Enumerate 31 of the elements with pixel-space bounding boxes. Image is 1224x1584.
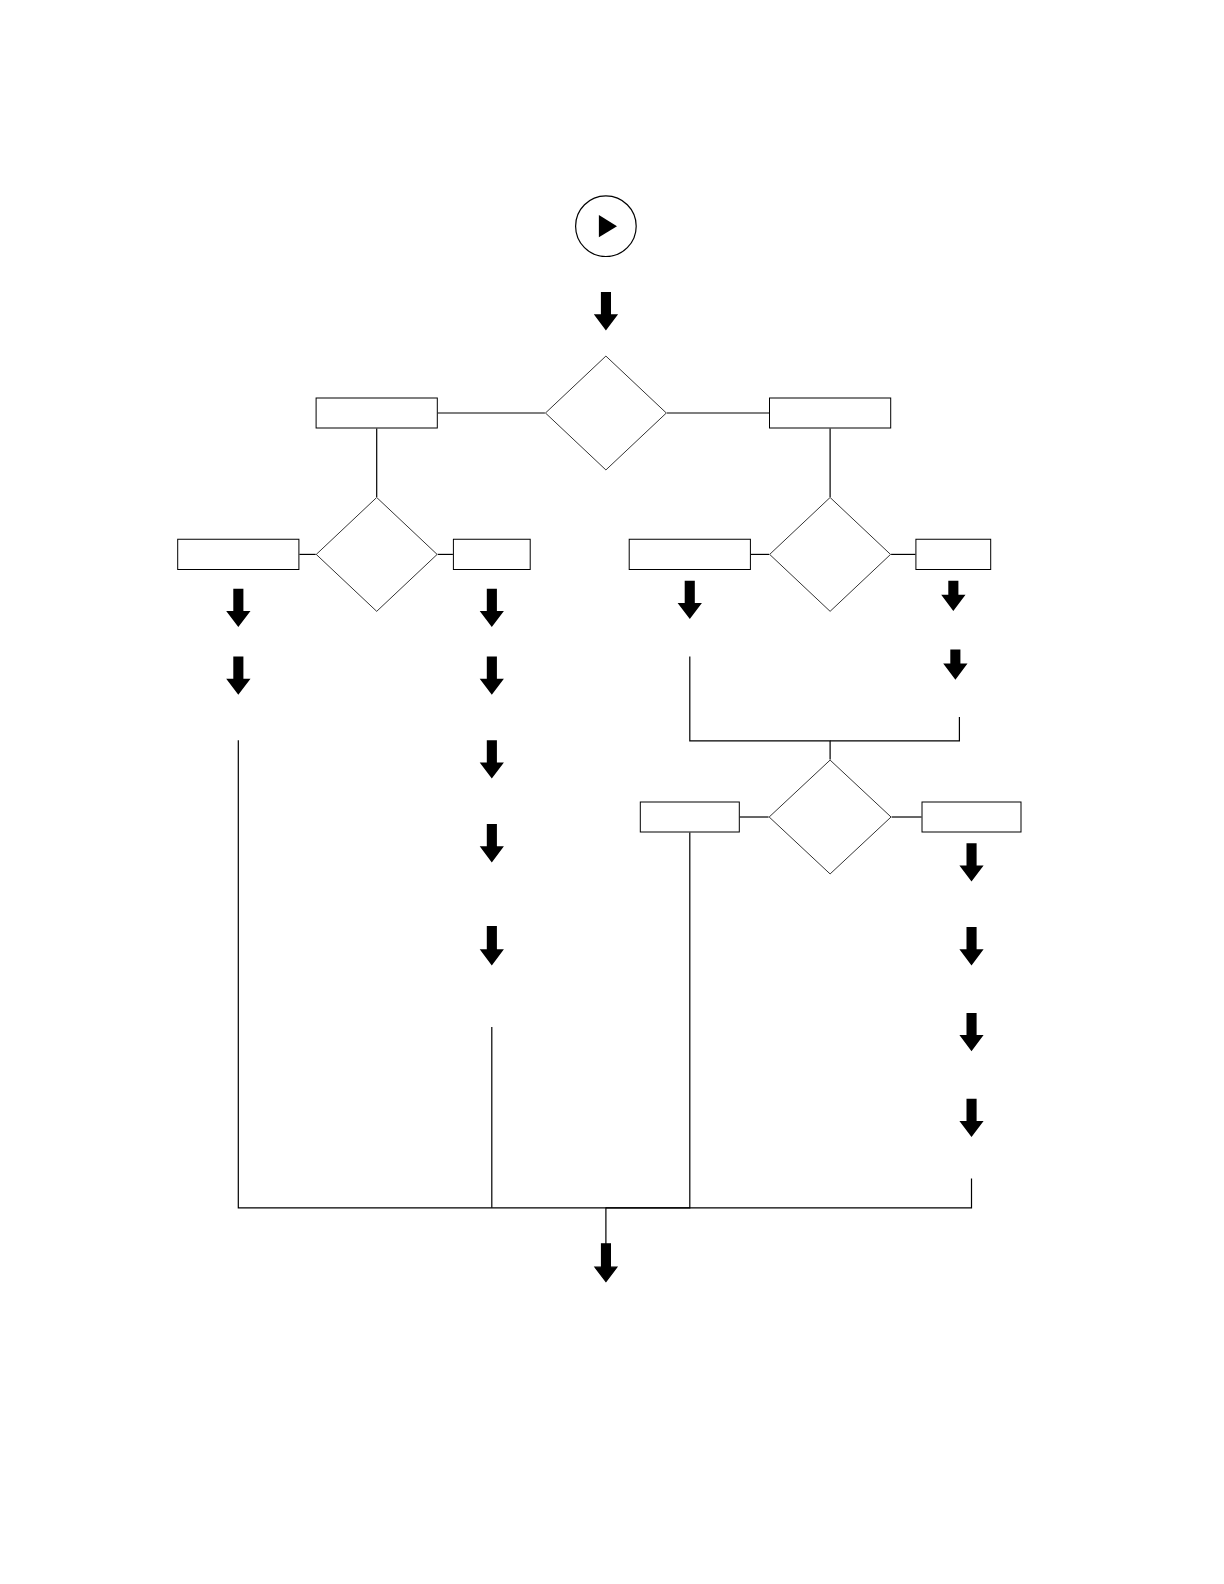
connector-line	[437, 412, 546, 414]
block-arrow	[479, 588, 504, 628]
process-box	[628, 538, 751, 570]
block-arrow	[677, 580, 702, 620]
process-box	[452, 538, 531, 570]
process-box	[639, 801, 740, 833]
block-arrow	[226, 588, 251, 628]
connector-line	[890, 553, 916, 555]
process-box	[315, 397, 438, 429]
connector-line	[829, 428, 831, 498]
connector-line	[437, 553, 454, 555]
connector-line	[739, 816, 770, 818]
decision-diamond	[769, 497, 891, 612]
process-box	[921, 801, 1022, 833]
process-box	[177, 538, 300, 570]
connector-line	[376, 428, 378, 498]
decision-diamond	[315, 497, 438, 612]
connector-line	[298, 553, 317, 555]
process-box	[769, 397, 892, 429]
block-arrow	[593, 292, 619, 331]
circle-node	[575, 195, 637, 258]
decision-diamond	[768, 759, 892, 875]
connector-line	[891, 816, 923, 818]
decision-diamond	[545, 355, 667, 471]
connector-line	[666, 412, 770, 414]
connector-line	[829, 716, 960, 742]
connector-line	[689, 655, 831, 761]
block-arrow	[941, 580, 966, 611]
process-box	[915, 538, 992, 570]
connector-line	[750, 553, 770, 555]
block-arrow	[959, 843, 984, 882]
